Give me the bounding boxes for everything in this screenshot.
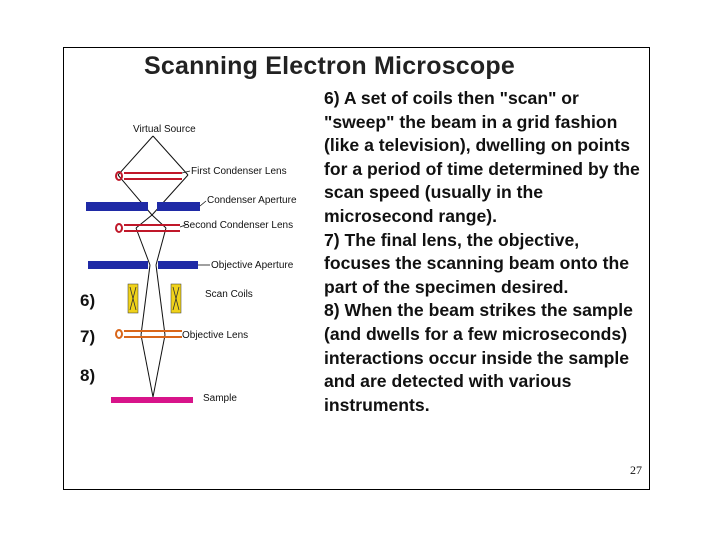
beam-ray [152,135,189,176]
step-7-marker: 7) [80,327,95,346]
beam-ray [152,334,166,398]
objective-aperture-right [158,261,198,269]
first-condenser-lens [115,171,182,181]
label-sample: Sample [203,393,237,404]
step-6-text: 6) A set of coils then "scan" or "sweep"… [324,88,640,226]
beam-ray [140,264,151,336]
beam-ray [155,227,167,266]
beam-ray [155,264,166,336]
condenser-aperture-left [86,202,148,211]
label-virtual-source: Virtual Source [133,124,196,135]
label-condenser-aperture: Condenser Aperture [207,195,297,206]
second-condenser-lens [115,223,180,233]
step-8-marker: 8) [80,366,95,385]
label-objective-aperture: Objective Aperture [211,260,294,271]
leader-line [199,200,207,207]
leader-line [181,170,191,174]
label-objective-lens: Objective Lens [182,330,248,341]
body-text: 6) A set of coils then "scan" or "sweep"… [324,87,642,417]
label-second-condenser-lens: Second Condenser Lens [183,220,293,231]
condenser-aperture-right [157,202,200,211]
label-scan-coils: Scan Coils [205,289,253,300]
sample-plate [111,397,193,403]
beam-ray [140,334,154,398]
beam-ray [151,214,167,229]
scan-coils [127,283,182,314]
label-first-condenser-lens: First Condenser Lens [191,166,287,177]
step-8-text: 8) When the beam strikes the sample (and… [324,300,633,415]
objective-lens-shape [115,329,182,339]
step-7-text: 7) The final lens, the objective, focuse… [324,229,630,297]
leader-line [179,223,189,228]
step-6-marker: 6) [80,291,95,310]
beam-ray [117,135,154,176]
page-number: 27 [630,463,642,477]
beam-ray [135,227,151,266]
objective-aperture-left [88,261,148,269]
beam-ray [135,214,153,229]
slide-title: Scanning Electron Microscope [144,52,515,80]
